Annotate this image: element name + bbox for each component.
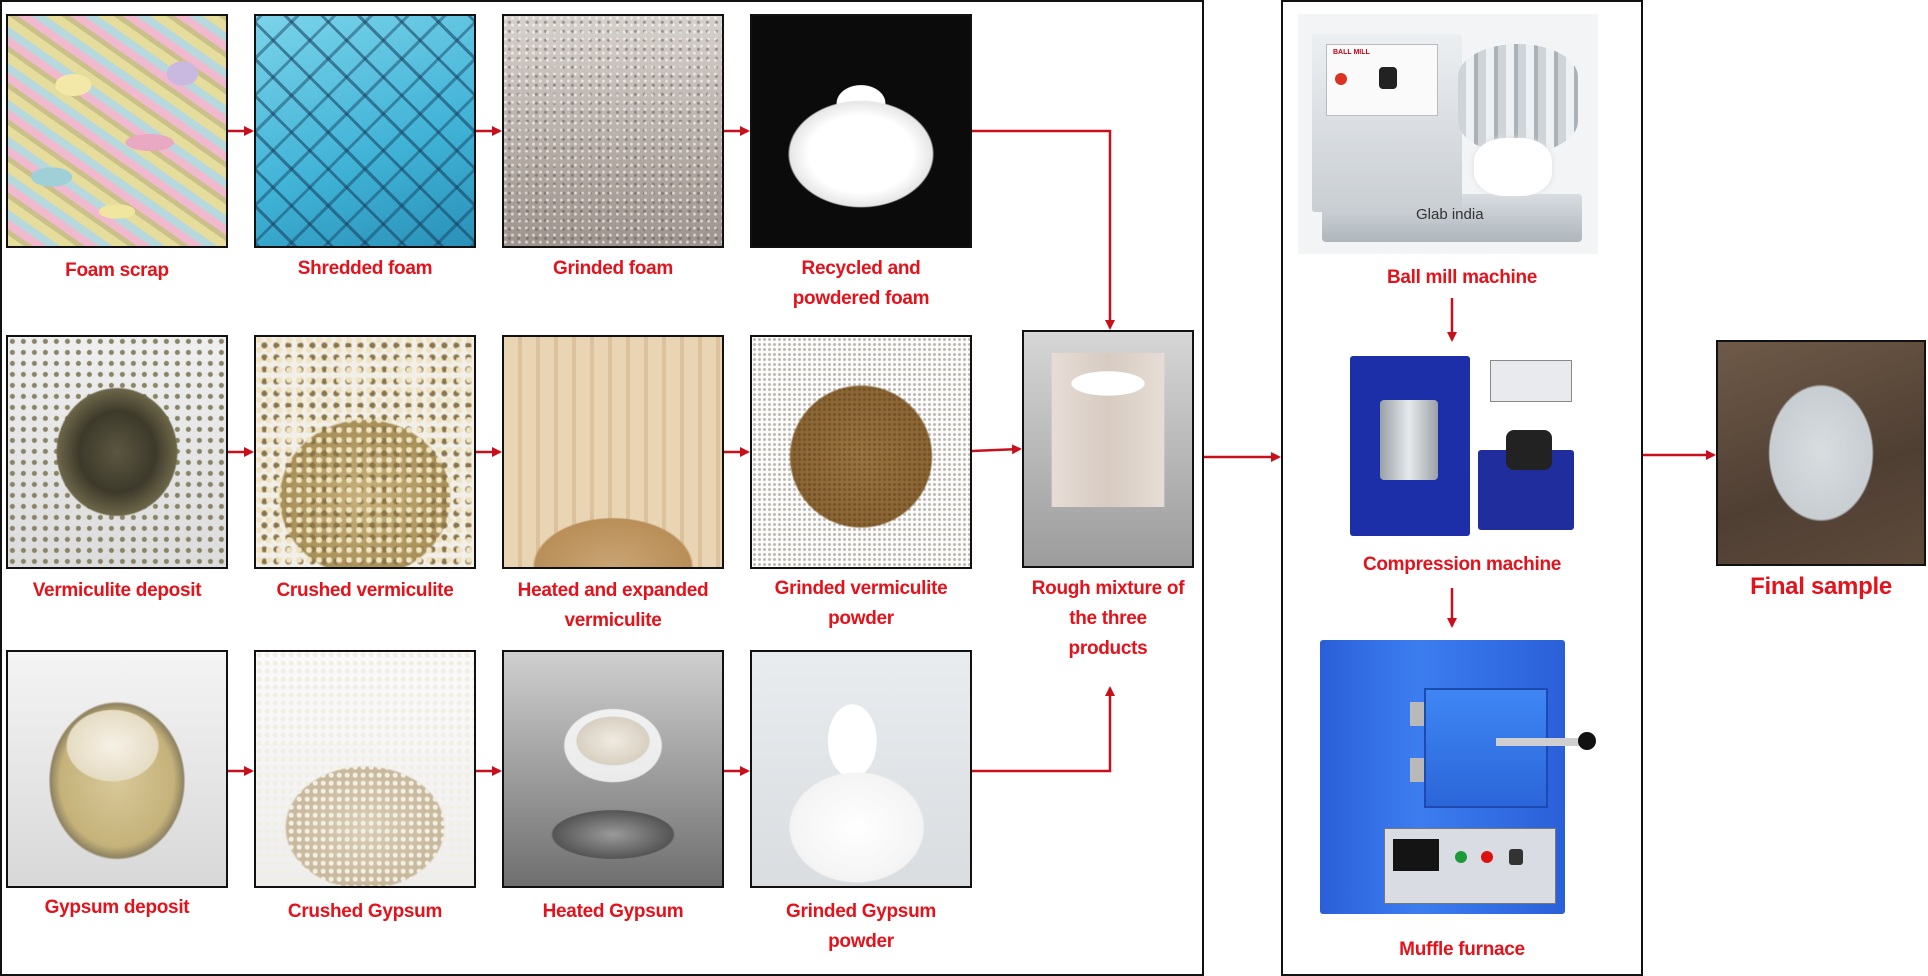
heated-vermiculite-image (502, 335, 724, 569)
grinded-vermiculite-image (750, 335, 972, 569)
furnace-handle-knob (1578, 732, 1596, 750)
furnace-red-light (1481, 851, 1493, 863)
heated-vermiculite-caption: Heated and expanded vermiculite (492, 576, 734, 636)
grinded-foam-image (502, 14, 724, 248)
muffle-furnace-caption: Muffle furnace (1399, 939, 1525, 960)
ball-mill-drum (1458, 44, 1578, 154)
furnace-green-light (1455, 851, 1467, 863)
gypsum-deposit-caption: Gypsum deposit (44, 897, 190, 918)
crushed-gypsum-caption: Crushed Gypsum (287, 901, 443, 922)
furnace-display (1393, 839, 1439, 871)
powdered-foam-caption-line1: Recycled and (801, 258, 921, 279)
heated-vermiculite-caption-line1: Heated and expanded (517, 580, 709, 601)
furnace-switch (1509, 849, 1523, 865)
final-sample-image (1716, 340, 1926, 566)
compression-machine-image (1342, 350, 1582, 542)
ball-mill-brand: Glab india (1416, 206, 1484, 223)
rough-mixture-caption-line3: products (1068, 638, 1148, 659)
furnace-hinge-top (1410, 702, 1424, 726)
ball-mill-powder (1474, 138, 1552, 196)
furnace-hinge-bottom (1410, 758, 1424, 782)
heated-gypsum-caption: Heated Gypsum (542, 901, 684, 922)
grinded-vermiculite-caption-line2: powder (828, 608, 894, 629)
powdered-foam-caption-line2: powdered foam (792, 288, 930, 309)
grinded-gypsum-caption-line1: Grinded Gypsum (786, 901, 936, 922)
grinded-gypsum-caption-line2: powder (828, 931, 894, 952)
vermiculite-deposit-image (6, 335, 228, 569)
compression-display (1490, 360, 1572, 402)
furnace-control-panel (1384, 828, 1556, 904)
grinded-gypsum-image (750, 650, 972, 888)
grinded-vermiculite-caption-line1: Grinded vermiculite (774, 578, 948, 599)
crushed-vermiculite-image (254, 335, 476, 569)
foam-scrap-caption: Foam scrap (65, 260, 169, 281)
furnace-door (1424, 688, 1548, 808)
crushed-gypsum-image (254, 650, 476, 888)
compression-motor (1506, 430, 1552, 470)
heated-gypsum-image (502, 650, 724, 888)
ball-mill-knob (1379, 67, 1397, 89)
compression-cylinder (1380, 400, 1438, 480)
rough-mixture-caption-line2: the three (1069, 608, 1147, 629)
grinded-vermiculite-caption: Grinded vermiculite powder (740, 574, 982, 634)
arrow-vermiculite-to-mixture (971, 444, 1022, 455)
ball-mill-red-light (1335, 73, 1347, 85)
grinded-gypsum-caption: Grinded Gypsum powder (740, 897, 982, 957)
vermiculite-deposit-caption: Vermiculite deposit (32, 580, 202, 601)
powdered-foam-caption: Recycled and powdered foam (740, 254, 982, 314)
shredded-foam-image (254, 14, 476, 248)
powdered-foam-image (750, 14, 972, 248)
shredded-foam-caption: Shredded foam (297, 258, 433, 279)
gypsum-deposit-image (6, 650, 228, 888)
furnace-handle (1496, 738, 1582, 746)
foam-scrap-image (6, 14, 228, 248)
final-sample-caption: Final sample (1750, 573, 1892, 600)
grinded-foam-caption: Grinded foam (553, 258, 673, 279)
rough-mixture-image (1022, 330, 1194, 568)
ball-mill-sign: BALL MILL (1333, 49, 1370, 56)
arrow-gypsum-to-mixture (972, 686, 1115, 773)
ball-mill-caption: Ball mill machine (1386, 267, 1538, 288)
ball-mill-panel: BALL MILL (1326, 44, 1438, 116)
rough-mixture-caption-line1: Rough mixture of (1031, 578, 1185, 599)
ball-mill-image: BALL MILL Glab india (1298, 14, 1598, 254)
heated-vermiculite-caption-line2: vermiculite (564, 610, 662, 631)
muffle-furnace-image (1320, 640, 1610, 920)
crushed-vermiculite-caption: Crushed vermiculite (276, 580, 454, 601)
compression-caption: Compression machine (1362, 554, 1562, 575)
rough-mixture-caption: Rough mixture of the three products (1022, 574, 1194, 664)
arrow-foam-to-mixture (972, 129, 1115, 330)
